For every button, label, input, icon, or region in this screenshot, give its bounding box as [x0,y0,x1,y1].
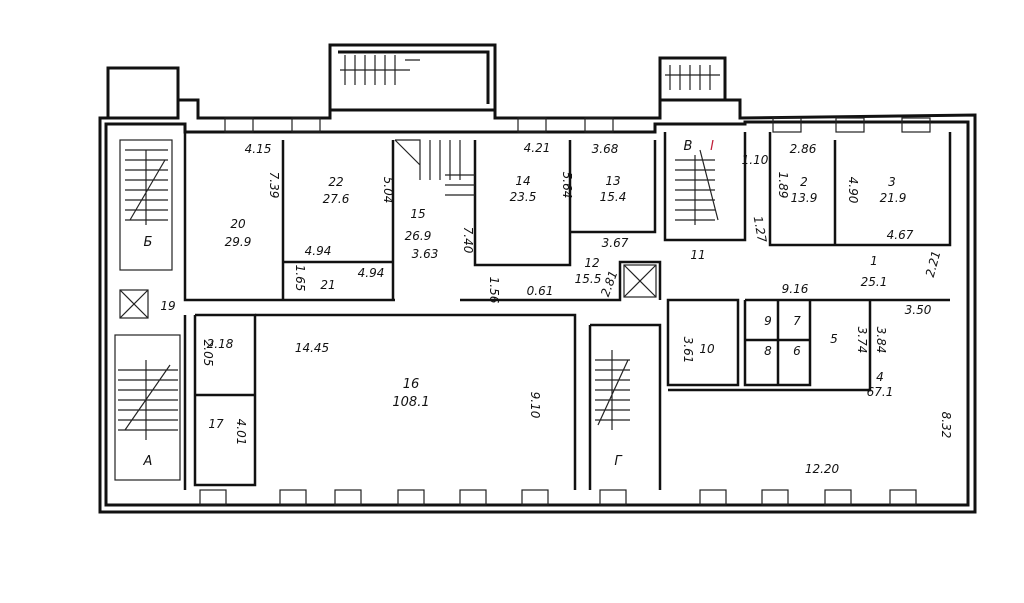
stair-G [595,264,657,430]
dimension: 5.04 [381,177,395,204]
room-no: 2 [800,175,808,189]
dimension: 3.63 [412,247,439,261]
dimension: 3.50 [905,303,932,317]
stair-V [675,149,719,225]
dimension: 4.21 [524,141,551,155]
windows [199,117,931,506]
room-no: 4 [876,370,884,384]
dimension: 4.90 [846,177,860,204]
dimension: 1.65 [293,265,307,292]
dimension: 2.81 [598,269,620,299]
room-area: 15.5 [575,272,602,286]
red-marker: I [710,139,714,154]
room-no: 21 [320,278,335,292]
room-area: 15.4 [600,190,627,204]
dimension: 2.86 [790,142,817,156]
room-no: 11 [690,248,705,262]
dimension: 9.16 [782,282,809,296]
dimension: 3.67 [602,236,629,250]
room-no: 15 [410,207,425,221]
room-area: 23.5 [510,190,537,204]
room-no: 12 [584,256,599,270]
room-no: 6 [793,344,801,358]
room-area: 67.1 [867,385,894,399]
dimension: 9.10 [528,392,542,419]
dimension: 3.61 [681,337,695,364]
dimension: 5.64 [560,172,574,199]
room-no: 20 [230,217,246,231]
room-area: 21.9 [880,191,907,205]
stair-B [119,139,173,319]
dimension: 1.89 [776,172,790,199]
dimension: 4.67 [887,228,914,242]
room-no: 17 [208,417,224,431]
dimension: 7.39 [267,172,281,199]
dimension: 1.10 [742,153,769,167]
room-no: 5 [830,332,838,346]
room-no: 8 [764,344,772,358]
room-no: 10 [699,342,715,356]
room-no: 14 [515,174,530,188]
room-area: 26.9 [405,229,432,243]
stair-label-a: А [143,454,153,469]
room-no: 19 [160,299,175,313]
dimension: 7.40 [461,227,475,254]
room-area: 13.9 [791,191,818,205]
room-area: 108.1 [392,395,429,410]
room-no: 9 [764,314,772,328]
stair-top [340,55,720,196]
dimension: 2.21 [923,249,943,278]
room-no: 1 [870,254,878,268]
dimension: 3.84 [874,327,888,354]
stair-label-b: Б [144,235,153,250]
stair-A [114,334,181,481]
room-no: 7 [793,314,801,328]
dimension: 3.74 [855,327,869,354]
stair-label-v: В [684,139,693,154]
dimension: 1.27 [751,215,769,244]
dimension: 2.05 [201,340,215,367]
room-no: 22 [328,175,343,189]
room-no: 3 [888,175,896,189]
dimension: 4.94 [305,244,332,258]
room-no: 16 [403,377,420,392]
dimension: 8.32 [939,412,953,439]
dimension: 4.15 [245,142,272,156]
dimension: 4.01 [234,419,248,446]
dimension: 2.18 [207,337,234,351]
room-area: 27.6 [323,192,350,206]
dimension-labels: 4.15 7.39 5.04 4.94 4.94 1.65 3.63 7.40 … [201,141,953,476]
room-area: 25.1 [861,275,888,289]
stair-label-g: Г [614,454,623,469]
room-area: 29.9 [225,235,252,249]
room-no: 13 [605,174,620,188]
dimension: 0.61 [527,284,554,298]
dimension: 1.56 [487,277,501,304]
dimension: 4.94 [358,266,385,280]
outer-walls [98,43,977,514]
dimension: 14.45 [295,341,329,355]
dimension: 12.20 [805,462,840,476]
interior-walls [183,132,952,490]
dimension: 3.68 [592,142,619,156]
